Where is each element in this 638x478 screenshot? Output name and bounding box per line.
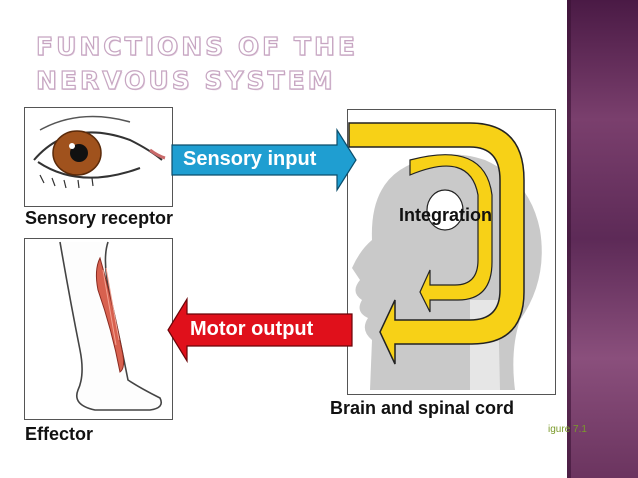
motor-output-label: Motor output bbox=[190, 318, 314, 340]
brain-spinal-cord-label: Brain and spinal cord bbox=[330, 398, 515, 418]
integration-arrow bbox=[348, 122, 525, 365]
motor-output-arrow bbox=[167, 296, 353, 364]
effector-label: Effector bbox=[25, 424, 94, 444]
integration-label: Integration bbox=[399, 205, 492, 225]
sensory-input-arrow bbox=[171, 127, 357, 193]
slide-title: Functions of the Nervous System bbox=[35, 31, 358, 95]
sensory-receptor-label: Sensory receptor bbox=[25, 208, 174, 228]
figure-reference: igure 7.1 bbox=[548, 424, 587, 435]
sidebar-stripe bbox=[567, 0, 571, 478]
eye-icon bbox=[33, 115, 166, 189]
sensory-input-label: Sensory input bbox=[183, 148, 317, 170]
decorative-sidebar bbox=[567, 0, 638, 478]
leg-muscle-icon bbox=[59, 241, 163, 411]
